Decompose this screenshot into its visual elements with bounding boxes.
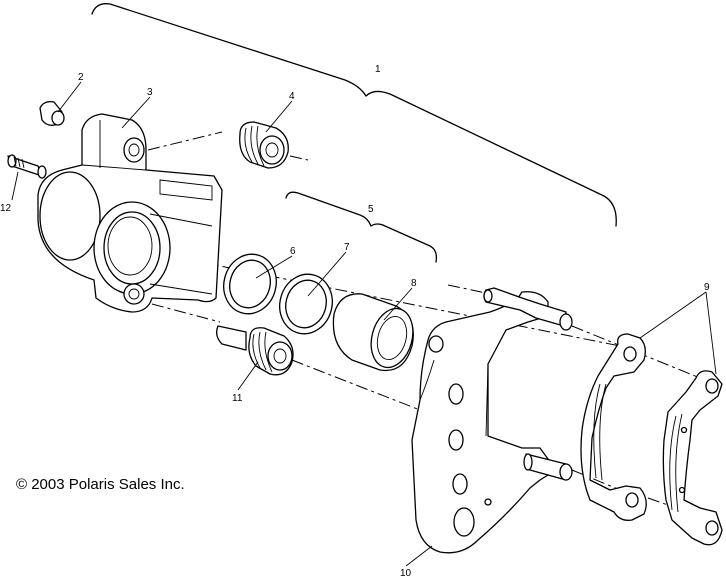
callout-3: 3 (147, 87, 153, 98)
centerline-lower-2 (291, 359, 421, 411)
part-2-cap (39, 100, 65, 126)
callout-4: 4 (289, 91, 295, 102)
callout-6: 6 (290, 246, 296, 257)
part-6-seal (223, 253, 277, 315)
part-12-bleeder-screw (7, 154, 47, 179)
centerline-lower (151, 303, 221, 323)
part-11-boot (216, 325, 294, 376)
centerline-upper-2 (289, 155, 309, 161)
part-10-bracket (411, 287, 573, 554)
part-9-pad-outer (662, 370, 723, 546)
callout-labels: 1 2 3 4 5 6 7 8 9 10 11 12 (0, 64, 710, 578)
part-7-seal (279, 273, 333, 335)
callout-11: 11 (232, 393, 243, 404)
callout-7: 7 (344, 242, 350, 253)
part-4-boot (239, 121, 289, 169)
copyright-notice: © 2003 Polaris Sales Inc. (16, 476, 185, 493)
part-8-piston (332, 293, 414, 372)
callout-1: 1 (375, 64, 381, 75)
callout-2: 2 (78, 72, 84, 83)
leader-lines (11, 81, 717, 567)
part-9-pad-inner (580, 333, 647, 521)
callout-10: 10 (400, 568, 412, 578)
centerline-pin-top (447, 284, 487, 294)
centerline-upper (147, 131, 223, 151)
callout-9: 9 (704, 282, 710, 293)
callout-5: 5 (368, 204, 374, 215)
callout-8: 8 (411, 278, 417, 289)
callout-12: 12 (0, 203, 12, 214)
brace-5 (285, 191, 438, 263)
part-3-caliper-body (37, 113, 223, 313)
brace-1 (91, 3, 617, 227)
